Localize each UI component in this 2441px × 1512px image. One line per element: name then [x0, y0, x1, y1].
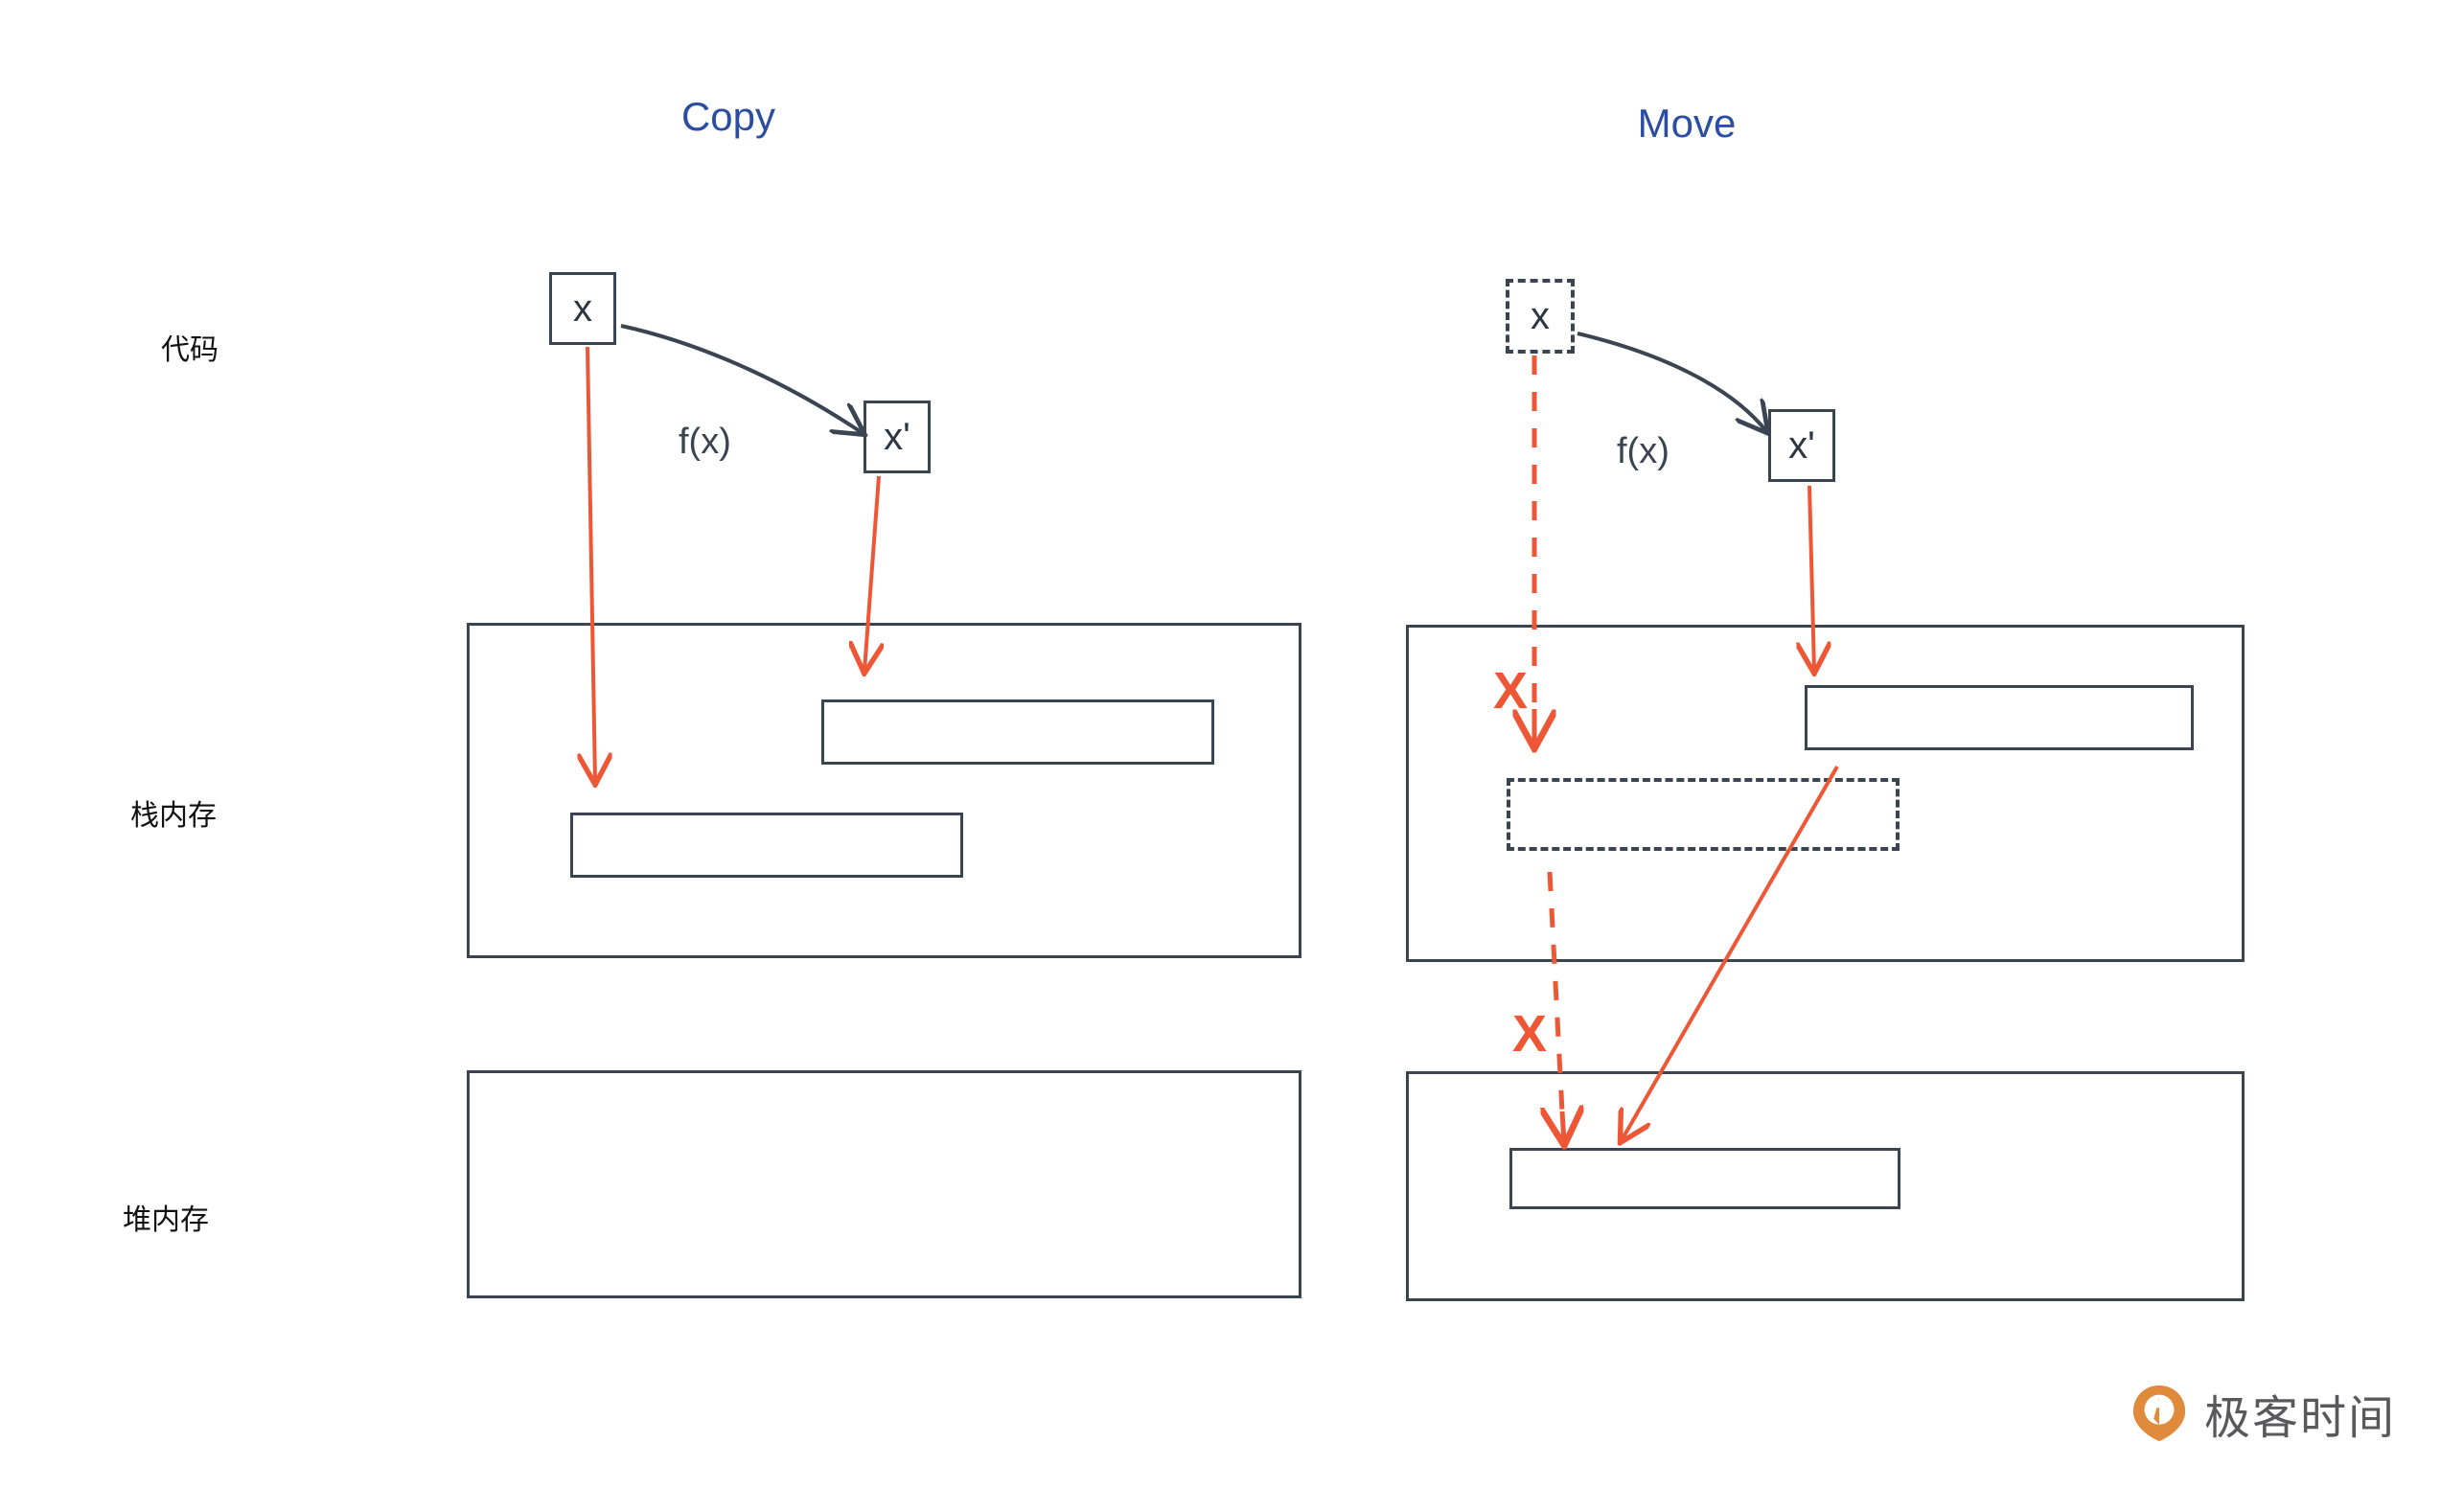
copy-target-to-stack-arrow [864, 475, 879, 671]
row-label-heap: 堆内存 [123, 1204, 209, 1236]
copy-stack-slot-target [821, 699, 1214, 765]
column-title-copy: Copy [680, 94, 776, 139]
move-target-to-stack-arrow [1809, 485, 1814, 671]
move-target-var-box: x' [1768, 409, 1835, 482]
move-heap-invalid-x-mark: X [1512, 1005, 1548, 1063]
copy-stack-slot-source [570, 813, 963, 878]
move-source-invalid-arrow-heap [1562, 1111, 1564, 1142]
move-function-label: f(x) [1617, 431, 1670, 471]
copy-source-to-stack-arrow [587, 346, 595, 782]
move-source-var-box: x [1506, 279, 1575, 354]
watermark: 极客时间 [2130, 1380, 2396, 1447]
row-label-stack: 栈内存 [130, 800, 217, 832]
copy-fx-curved-arrow [620, 324, 863, 433]
watermark-text: 极客时间 [2204, 1391, 2397, 1445]
move-stack-slot-source-invalid [1507, 778, 1900, 851]
copy-function-label: f(x) [679, 422, 731, 462]
geektime-logo-icon [2132, 1385, 2186, 1442]
copy-source-var-box: x [549, 272, 616, 345]
move-source-invalid-line-lower [1547, 871, 1565, 1112]
move-heap-slot [1509, 1148, 1900, 1209]
column-title-move: Move [1637, 101, 1737, 146]
move-stack-invalid-x-mark: X [1493, 662, 1529, 720]
copy-stack-region [467, 623, 1301, 958]
move-stack-to-heap-pointer-arrow [1622, 766, 1839, 1140]
copy-heap-region [467, 1070, 1301, 1298]
move-fx-curved-arrow [1577, 332, 1766, 431]
row-label-code: 代码 [161, 334, 219, 366]
move-stack-slot-target [1805, 685, 2194, 750]
copy-target-var-box: x' [864, 401, 931, 473]
